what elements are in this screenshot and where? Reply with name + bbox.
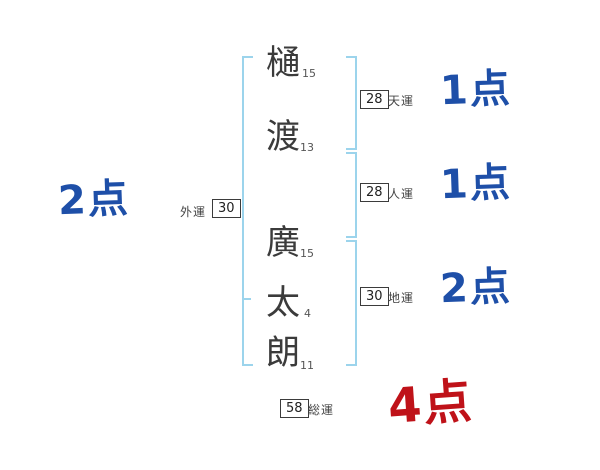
jinun-bracket xyxy=(346,152,357,238)
name-char-5: 朗 xyxy=(266,333,300,373)
tenun-bracket xyxy=(346,56,357,150)
name-char-4: 太 xyxy=(266,283,300,323)
stroke-count-4: 4 xyxy=(304,307,311,320)
soun-score: 4点 xyxy=(386,373,476,435)
gaiun-bracket-mid-tick xyxy=(242,298,251,300)
stroke-count-5: 11 xyxy=(300,359,314,372)
tenun-value-box: 28 xyxy=(360,90,389,109)
jinun-score: 1点 xyxy=(439,159,513,209)
chiun-label: 地運 xyxy=(388,291,415,305)
stroke-count-2: 13 xyxy=(300,141,314,154)
gaiun-score: 2点 xyxy=(57,175,131,225)
name-char-3: 廣 xyxy=(266,223,300,263)
chiun-bracket xyxy=(346,240,357,366)
name-char-2: 渡 xyxy=(266,117,300,157)
stroke-count-3: 15 xyxy=(300,247,314,260)
gaiun-bracket xyxy=(242,56,253,366)
jinun-label: 人運 xyxy=(388,187,415,201)
tenun-label: 天運 xyxy=(388,94,415,108)
stroke-count-1: 15 xyxy=(302,67,316,80)
chiun-score: 2点 xyxy=(439,263,513,313)
tenun-score: 1点 xyxy=(439,65,513,115)
jinun-value-box: 28 xyxy=(360,183,389,202)
gaiun-value-box: 30 xyxy=(212,199,241,218)
gaiun-label: 外運 xyxy=(180,205,207,219)
name-char-1: 樋 xyxy=(266,43,300,83)
soun-value-box: 58 xyxy=(280,399,309,418)
soun-label: 総運 xyxy=(308,403,335,417)
chiun-value-box: 30 xyxy=(360,287,389,306)
